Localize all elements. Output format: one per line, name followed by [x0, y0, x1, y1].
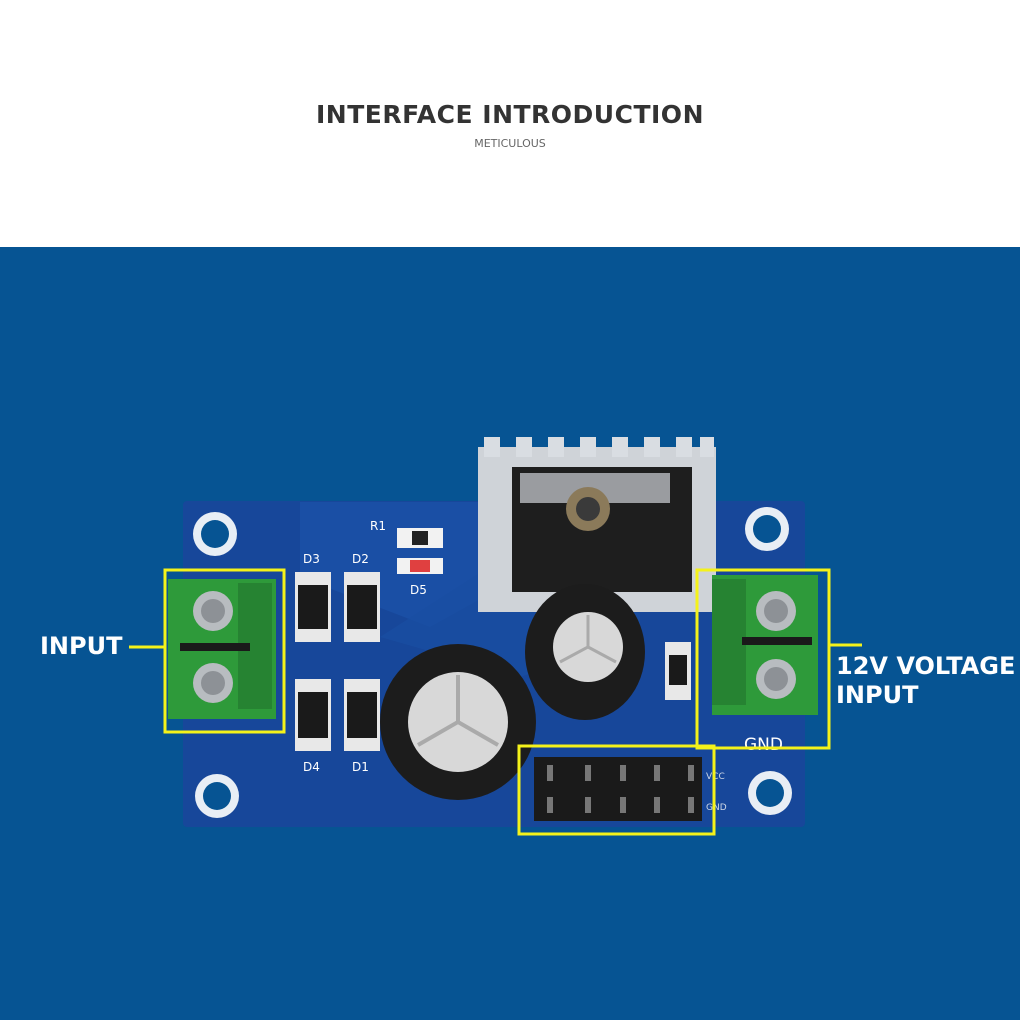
silkscreen-header-gnd: GND: [706, 803, 727, 813]
diode-d2: [344, 572, 380, 642]
pcb-illustration: R1 D5 D3 D2 D4 D1: [129, 437, 862, 836]
silkscreen-r1: R1: [370, 519, 386, 533]
pin-header: [534, 757, 702, 821]
callout-box-12v: [695, 568, 831, 750]
heatsink: [478, 437, 716, 612]
capacitor-small: [525, 584, 645, 720]
callout-box-header: [517, 744, 716, 836]
callout-box-input: [163, 568, 286, 734]
silkscreen-d4: D4: [303, 760, 320, 774]
silkscreen-d3: D3: [303, 552, 320, 566]
silkscreen-d2: D2: [352, 552, 369, 566]
mount-hole: [748, 771, 792, 815]
mount-hole: [193, 512, 237, 556]
page-title: INTERFACE INTRODUCTION: [315, 100, 704, 129]
silkscreen-gnd: GND: [744, 735, 783, 755]
callout-label-12v-line2: INPUT: [836, 681, 919, 709]
callout-label-input: INPUT: [40, 632, 123, 660]
header-area: INTERFACE INTRODUCTION METICULOUS: [0, 0, 1020, 247]
capacitor-large: [380, 644, 536, 800]
callout-label-12v-input: 12V VOLTAGE INPUT: [836, 652, 1015, 710]
silkscreen-d5: D5: [410, 583, 427, 597]
silkscreen-d1: D1: [352, 760, 369, 774]
diode-d3: [295, 572, 331, 642]
product-photo: R1 D5 D3 D2 D4 D1: [0, 247, 1020, 1020]
callout-label-12v-line1: 12V VOLTAGE: [836, 652, 1016, 680]
diode-d1: [344, 679, 380, 751]
page-subtitle: METICULOUS: [474, 137, 546, 150]
diode-d4: [295, 679, 331, 751]
mount-hole: [745, 507, 789, 551]
output-terminal-block: [712, 575, 818, 715]
input-terminal-block: [168, 579, 276, 719]
mount-hole: [195, 774, 239, 818]
